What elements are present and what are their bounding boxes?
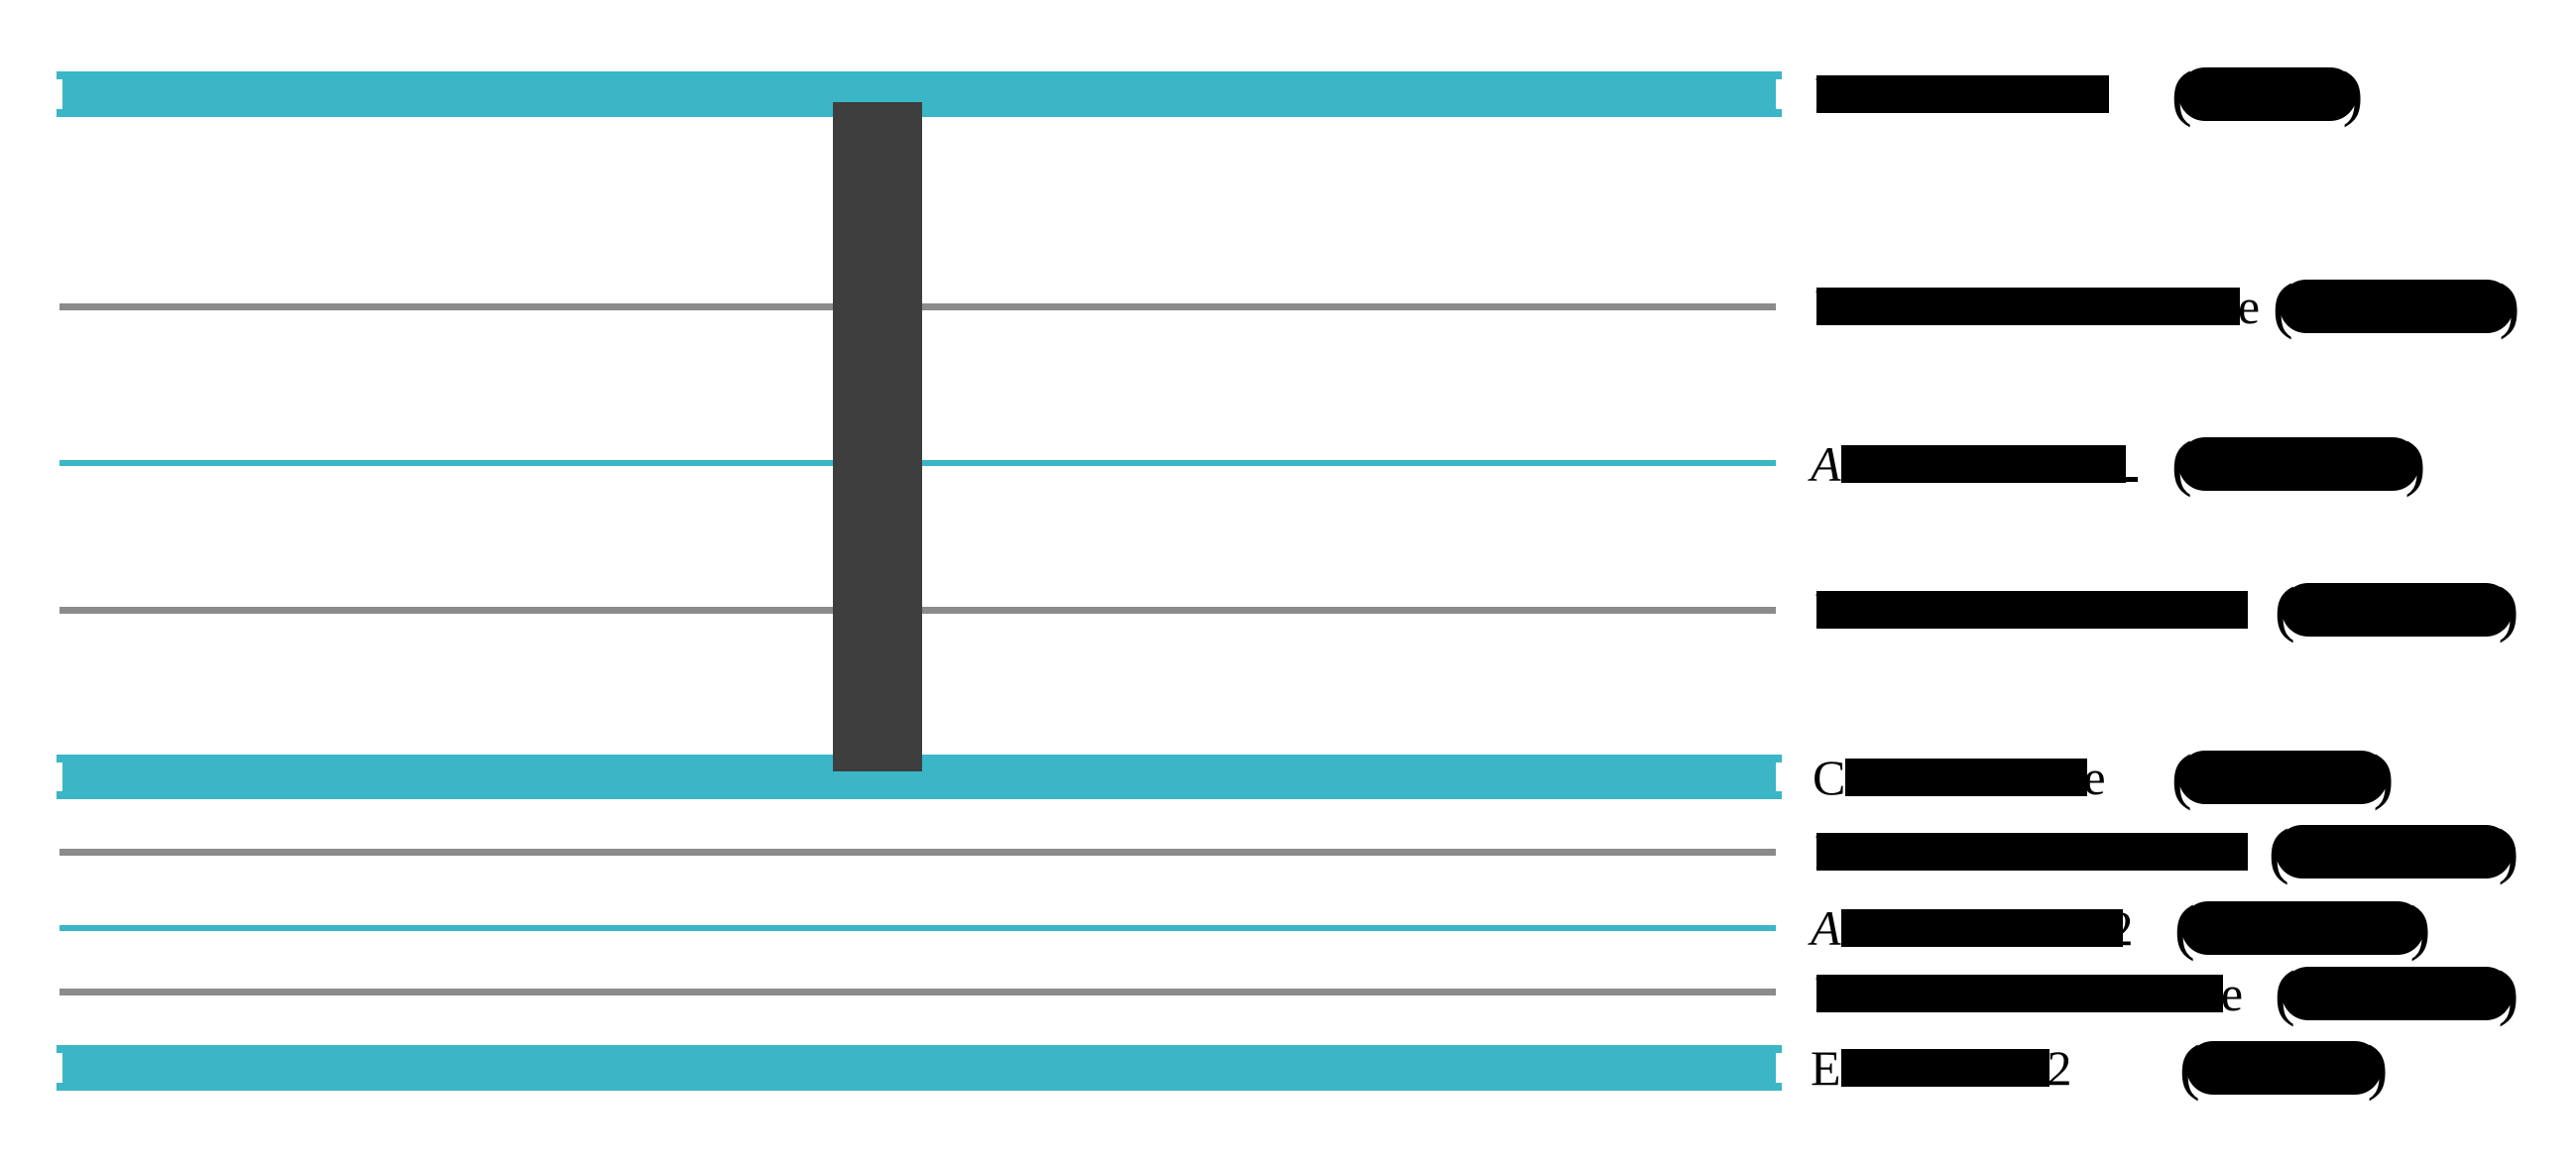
legend-row-1: F() — [1815, 62, 2576, 126]
close-paren: ) — [2498, 818, 2519, 885]
line-end-cap — [1776, 1045, 1782, 1053]
line-end-cap — [1776, 71, 1782, 79]
open-paren: ( — [2171, 430, 2192, 498]
line-end-cap — [1776, 1083, 1782, 1091]
redaction-box — [1840, 909, 2123, 947]
line-end-cap — [57, 71, 62, 79]
close-paren: ) — [2498, 576, 2519, 644]
open-paren: ( — [2269, 818, 2289, 885]
legend-parenthetical: () — [2269, 821, 2518, 882]
legend-parenthetical: () — [2171, 63, 2363, 125]
open-paren: ( — [2275, 960, 2295, 1027]
line-end-cap — [57, 1045, 62, 1053]
open-paren: ( — [2171, 60, 2192, 128]
close-paren: ) — [2373, 744, 2395, 811]
line-end-cap — [1776, 109, 1782, 117]
vertical-marker-bar — [833, 102, 922, 771]
series-line-gray — [59, 849, 1776, 856]
line-end-cap — [57, 755, 62, 762]
close-paren: ) — [2404, 430, 2426, 498]
open-paren: ( — [2275, 576, 2295, 644]
legend-label-prefix: A — [1811, 900, 1841, 956]
redaction-pill — [2177, 437, 2419, 491]
legend-parenthetical: () — [2273, 276, 2519, 337]
redaction-box — [1815, 833, 2248, 871]
glyph-fragment — [2125, 476, 2138, 482]
redaction-box — [1815, 288, 2240, 325]
legend-row-6: F() — [1815, 820, 2576, 883]
legend-parenthetical: () — [2174, 897, 2430, 959]
legend-parenthetical: () — [2275, 579, 2518, 641]
legend-label-suffix: e — [2220, 966, 2244, 1021]
legend-row-4: F() — [1815, 578, 2576, 642]
redaction-box — [1845, 759, 2088, 796]
close-paren: ) — [2342, 60, 2364, 128]
legend-row-2: Fe() — [1815, 275, 2576, 338]
legend-row-3: A () — [1811, 432, 2576, 496]
line-end-cap — [1776, 791, 1782, 799]
legend-parenthetical: () — [2171, 433, 2425, 495]
line-end-cap — [57, 1083, 62, 1091]
redaction-box — [1815, 975, 2223, 1012]
redaction-pill — [2185, 1041, 2382, 1095]
redaction-pill — [2281, 967, 2513, 1020]
legend-row-9: E 2 () — [1811, 1036, 2576, 1100]
close-paren: ) — [2409, 894, 2431, 962]
legend-label-prefix: E — [1811, 1040, 1841, 1096]
legend-label-prefix: A — [1811, 436, 1841, 492]
redaction-box — [1815, 75, 2109, 113]
close-paren: ) — [2367, 1034, 2389, 1102]
line-end-cap — [1776, 755, 1782, 762]
legend-parenthetical: () — [2275, 963, 2518, 1024]
legend-parenthetical: () — [2171, 747, 2394, 808]
legend-row-8: Fe() — [1815, 962, 2576, 1025]
legend-parenthetical: () — [2179, 1037, 2388, 1099]
open-paren: ( — [2171, 744, 2192, 811]
legend-label-prefix: C — [1813, 750, 1846, 805]
legend-row-7: A2() — [1811, 896, 2576, 960]
redaction-box — [1815, 591, 2248, 629]
close-paren: ) — [2498, 960, 2519, 1027]
redaction-box — [1840, 445, 2126, 483]
redaction-pill — [2177, 67, 2357, 121]
legend-label-suffix: e — [2237, 279, 2261, 334]
redaction-pill — [2180, 901, 2424, 955]
redaction-pill — [2177, 751, 2388, 804]
redaction-pill — [2281, 583, 2513, 637]
line-end-cap — [57, 791, 62, 799]
open-paren: ( — [2273, 273, 2293, 340]
legend-label-suffix: e — [2083, 750, 2106, 805]
redaction-box — [1840, 1049, 2049, 1087]
series-line-teal-thin — [59, 925, 1776, 931]
series-line-gray — [59, 989, 1776, 995]
redaction-pill — [2279, 280, 2514, 333]
open-paren: ( — [2179, 1034, 2200, 1102]
redaction-pill — [2275, 825, 2513, 878]
series-line-teal-thick — [57, 1045, 1782, 1091]
legend-label-suffix: 2 — [2047, 1040, 2072, 1096]
line-end-cap — [57, 109, 62, 117]
close-paren: ) — [2499, 273, 2520, 340]
open-paren: ( — [2174, 894, 2195, 962]
